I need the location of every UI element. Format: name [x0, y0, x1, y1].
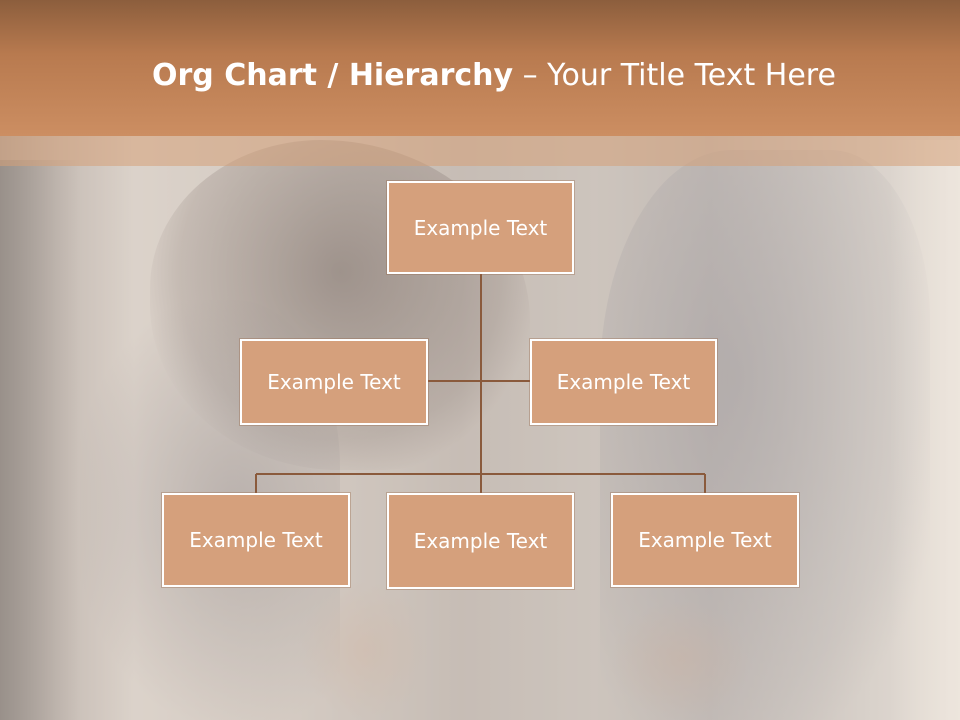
org-node-assistant-left[interactable]: Example Text [240, 339, 428, 425]
photo-hand-left [300, 580, 430, 720]
org-node-subordinate-right-label: Example Text [638, 528, 772, 552]
org-node-subordinate-left-label: Example Text [189, 528, 323, 552]
org-node-assistant-right-label: Example Text [556, 370, 691, 394]
org-node-subordinate-center-label: Example Text [413, 529, 548, 553]
photo-jacket-right [600, 150, 930, 720]
org-node-subordinate-left[interactable]: Example Text [162, 493, 350, 587]
slide-title-separator: – [513, 58, 548, 93]
slide-title[interactable]: Org Chart / Hierarchy – Your Title Text … [152, 56, 942, 96]
org-node-assistant-left-label: Example Text [267, 370, 401, 394]
photo-shadow [0, 160, 80, 720]
header-strip [0, 136, 960, 166]
org-node-top-label: Example Text [413, 215, 548, 240]
photo-hand-right [610, 600, 750, 720]
org-node-subordinate-center[interactable]: Example Text [387, 493, 574, 589]
slide-title-regular: Your Title Text Here [547, 58, 836, 93]
org-node-assistant-right[interactable]: Example Text [530, 339, 717, 425]
photo-wall [890, 140, 960, 720]
org-node-subordinate-right[interactable]: Example Text [611, 493, 799, 587]
org-node-top[interactable]: Example Text [387, 181, 574, 274]
header-band [0, 0, 960, 136]
slide-title-bold: Org Chart / Hierarchy [152, 58, 514, 93]
